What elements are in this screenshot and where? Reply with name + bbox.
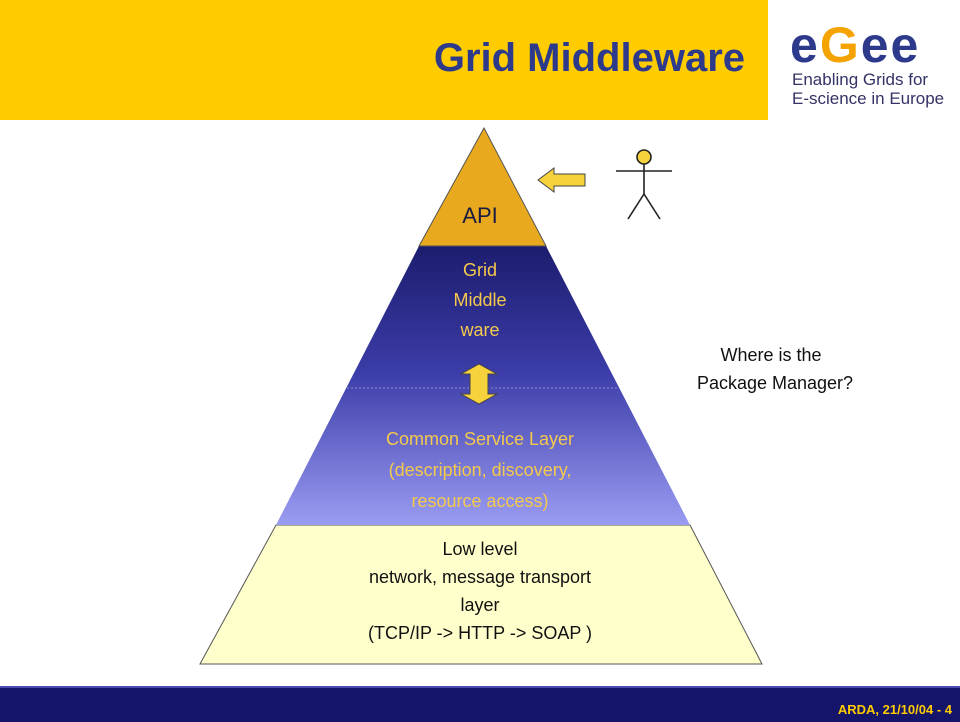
- middleware-label-line2: Middle: [453, 290, 507, 310]
- logo-wordmark: eGee: [790, 18, 920, 72]
- low-level-line2: network, message transport: [368, 567, 592, 587]
- low-level-label: Low level network, message transport lay…: [280, 535, 680, 647]
- low-level-line3: layer: [460, 595, 500, 615]
- logo-letters-ee: ee: [860, 17, 921, 73]
- logo-tagline: Enabling Grids for E-science in Europe: [792, 70, 952, 108]
- common-service-label: Common Service Layer (description, disco…: [310, 424, 650, 517]
- middleware-label: Grid Middle ware: [400, 255, 560, 345]
- logo-letter-g: G: [819, 17, 861, 73]
- question-line1: Where is the: [720, 345, 822, 365]
- person-icon: [616, 149, 672, 220]
- header-band: [0, 0, 768, 120]
- footer-text: ARDA, 21/10/04 - 4: [837, 702, 952, 717]
- common-service-line3: resource access): [411, 491, 549, 511]
- left-arrow-icon: [537, 167, 586, 193]
- low-level-line4: (TCP/IP -> HTTP -> SOAP ): [367, 623, 593, 643]
- egee-logo: eGee Enabling Grids for E-science in Eur…: [790, 18, 950, 118]
- footer-bar: [0, 686, 960, 722]
- common-service-line1: Common Service Layer: [385, 429, 575, 449]
- logo-tagline-line2: E-science in Europe: [792, 89, 945, 108]
- logo-tagline-line1: Enabling Grids for: [792, 70, 929, 89]
- common-service-line2: (description, discovery,: [388, 460, 572, 480]
- api-label: API: [462, 203, 498, 228]
- double-arrow-icon: [459, 363, 499, 405]
- middleware-label-line3: ware: [460, 320, 500, 340]
- middleware-label-line1: Grid: [462, 260, 497, 280]
- slide-title: Grid Middleware: [433, 36, 745, 80]
- logo-letter-e: e: [790, 17, 820, 73]
- low-level-line1: Low level: [442, 539, 518, 559]
- question-text: Where is the Package Manager?: [660, 341, 890, 397]
- api-layer: [418, 126, 547, 247]
- question-line2: Package Manager?: [696, 373, 854, 393]
